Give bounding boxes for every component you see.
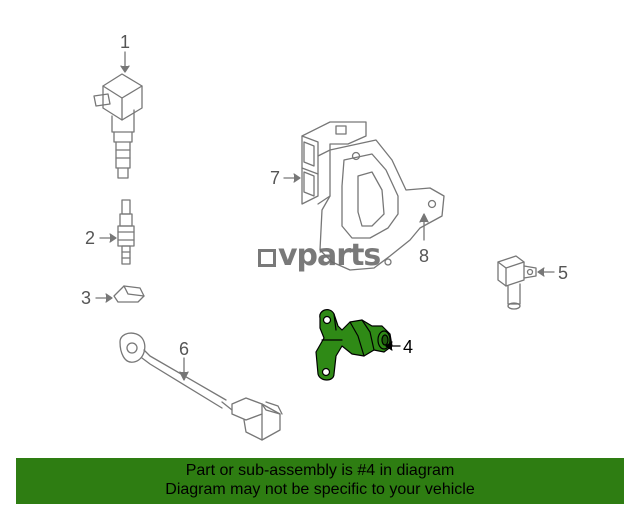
cable-sensor-part-6: [119, 332, 283, 441]
watermark-text: vparts: [278, 238, 381, 273]
ignition-coil-part: [93, 51, 143, 179]
callout-label-4: 4: [403, 337, 414, 357]
callout-label-3: 3: [81, 288, 92, 308]
callout-label-5: 5: [558, 263, 569, 283]
control-module-part-7: [283, 121, 367, 205]
sensor-part-5: [497, 255, 555, 310]
callout-label-1: 1: [120, 32, 131, 52]
highlighted-sensor-part-4: [315, 309, 393, 381]
callout-arrow-4: [385, 341, 401, 351]
info-banner: Part or sub-assembly is #4 in diagram Di…: [16, 458, 624, 504]
callout-label-8: 8: [419, 246, 430, 266]
callout-label-7: 7: [270, 168, 281, 188]
banner-line-2: Diagram may not be specific to your vehi…: [165, 481, 475, 498]
watermark-box-icon: [258, 249, 276, 267]
callout-label-6: 6: [179, 339, 190, 359]
callout-label-2: 2: [85, 228, 96, 248]
banner-line-1: Part or sub-assembly is #4 in diagram: [185, 462, 455, 479]
clip-part: [95, 285, 145, 303]
watermark-logo: vparts: [258, 238, 381, 273]
parts-diagram: [93, 51, 555, 441]
spark-plug-part: [99, 199, 135, 265]
bracket-part-8: [317, 139, 445, 271]
